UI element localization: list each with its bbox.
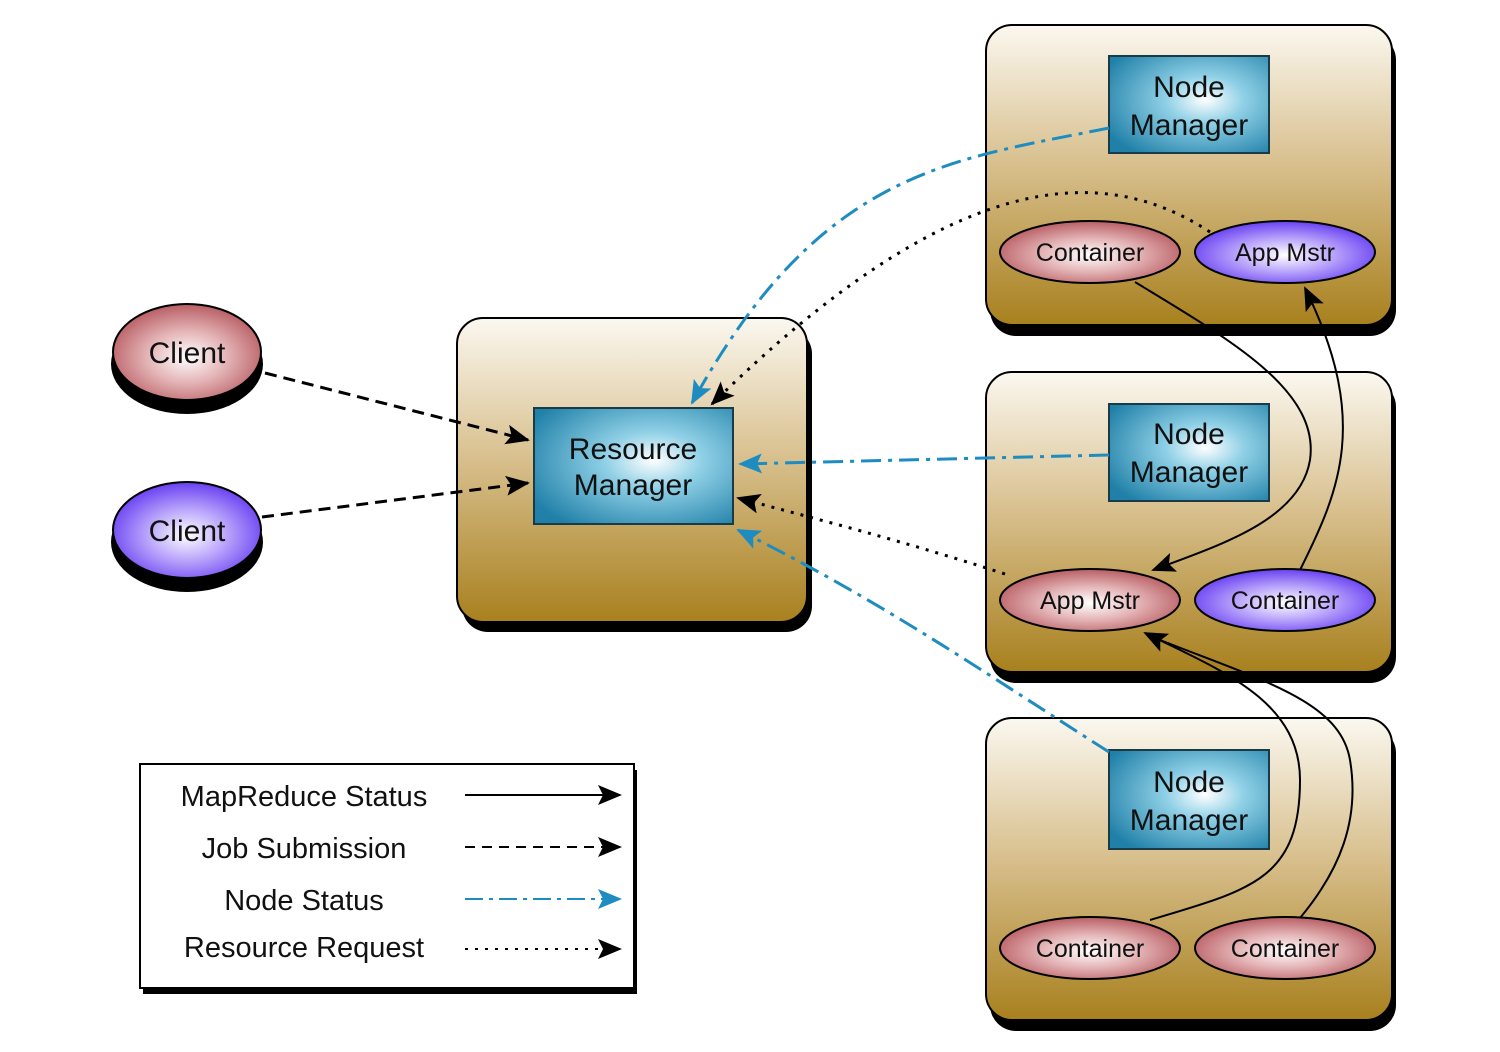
container-label: Container [1036,935,1144,963]
resource-manager-label-line2: Manager [574,469,692,502]
container-ellipse: Container [1194,916,1376,980]
node-status-arrow [690,126,1110,405]
job-submission-arrow [264,371,530,445]
container-ellipse: Container [1194,568,1376,632]
mapreduce-status-arrow [1299,286,1344,571]
container-label: Container [1231,935,1339,963]
app-master-label: App Mstr [1040,587,1140,615]
node-status-arrow [738,453,1110,474]
node-status-arrow [736,528,1110,754]
container-ellipse: Container [999,916,1181,980]
worker-node-1: Node Manager Container App Mstr [985,24,1396,336]
resource-manager-box: Resource Manager [533,407,734,525]
client-label: Client [149,515,226,548]
node-manager-label-line1: Node [1153,71,1225,104]
resource-request-arrow [736,494,1006,576]
mapreduce-status-arrow [1143,632,1302,921]
node-manager-label-line2: Manager [1130,456,1248,489]
container-ellipse: Container [999,220,1181,284]
node-manager-box: Node Manager [1108,749,1270,850]
node-manager-label-line2: Manager [1130,109,1248,142]
legend: MapReduce Status Job Submission Node Sta… [139,763,637,994]
legend-label-mapreduce-status: MapReduce Status [181,781,428,813]
node-manager-box: Node Manager [1108,403,1270,502]
mapreduce-status-arrow [1149,635,1354,919]
resource-manager-label-line1: Resource [569,433,697,466]
node-manager-label-line1: Node [1153,418,1225,451]
worker-node-2: Node Manager App Mstr Container [985,371,1396,683]
app-master-label: App Mstr [1235,239,1335,267]
worker-node-3: Node Manager Container Container [985,717,1396,1031]
app-master-ellipse: App Mstr [1194,220,1376,284]
client-node-red: Client [111,303,263,414]
client-node-purple: Client [111,481,263,592]
legend-label-node-status: Node Status [224,885,384,917]
container-label: Container [1231,587,1339,615]
client-label: Client [149,337,226,370]
container-label: Container [1036,239,1144,267]
node-manager-label-line2: Manager [1130,804,1248,837]
job-submission-arrow [261,475,530,519]
app-master-ellipse: App Mstr [999,568,1181,632]
resource-manager-node: Resource Manager [456,317,812,632]
legend-label-resource-request: Resource Request [184,932,424,964]
node-manager-box: Node Manager [1108,55,1270,154]
legend-label-job-submission: Job Submission [202,833,407,865]
node-manager-label-line1: Node [1153,766,1225,799]
mapreduce-status-arrow [1134,281,1312,572]
